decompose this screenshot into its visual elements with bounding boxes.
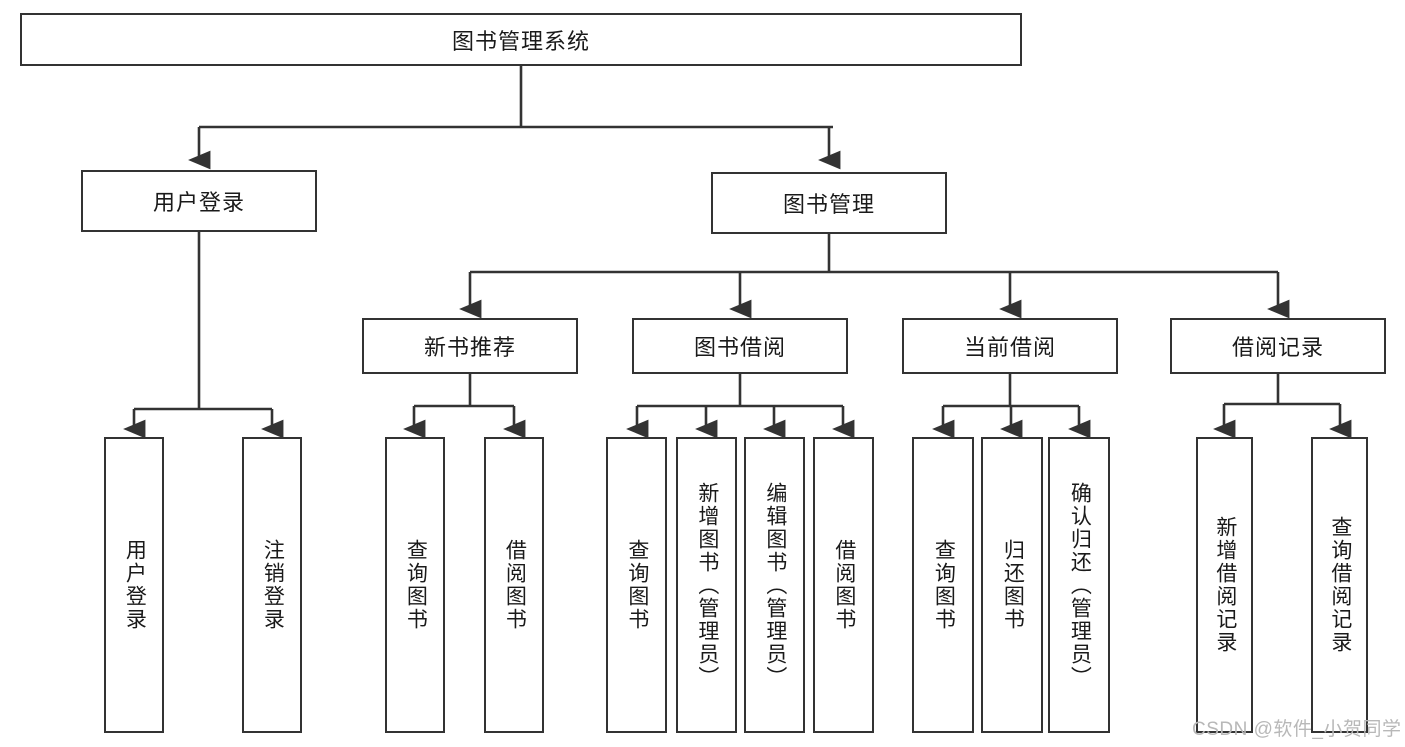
node-label: 图书管理系统 xyxy=(451,28,590,54)
node-label: 用户登录 xyxy=(123,539,147,631)
node-current-borrow[interactable]: 当前借阅 xyxy=(902,318,1118,374)
node-label: 编辑图书（管理员） xyxy=(763,481,787,689)
node-label: 借阅图书 xyxy=(503,539,527,631)
leaf-current-borrow-return-book[interactable]: 归还图书 xyxy=(981,437,1043,733)
leaf-new-book-query-book[interactable]: 查询图书 xyxy=(385,437,445,733)
leaf-book-borrow-borrow-book[interactable]: 借阅图书 xyxy=(813,437,874,733)
node-label: 查询借阅记录 xyxy=(1328,516,1352,654)
node-book-management[interactable]: 图书管理 xyxy=(711,172,947,234)
node-user-login[interactable]: 用户登录 xyxy=(81,170,317,232)
node-label: 当前借阅 xyxy=(963,335,1056,360)
leaf-current-borrow-confirm-return[interactable]: 确认归还（管理员） xyxy=(1048,437,1110,733)
leaf-user-login-login[interactable]: 用户登录 xyxy=(104,437,164,733)
node-label: 查询图书 xyxy=(404,539,428,631)
node-label: 新书推荐 xyxy=(423,335,516,360)
node-label: 新增图书（管理员） xyxy=(695,481,719,689)
leaf-borrow-record-query-record[interactable]: 查询借阅记录 xyxy=(1311,437,1368,733)
node-borrow-record[interactable]: 借阅记录 xyxy=(1170,318,1386,374)
node-new-book-recommend[interactable]: 新书推荐 xyxy=(362,318,578,374)
node-label: 确认归还（管理员） xyxy=(1068,481,1092,689)
node-label: 查询图书 xyxy=(932,539,956,631)
node-root-system[interactable]: 图书管理系统 xyxy=(20,13,1022,66)
watermark-text: CSDN @软件_小贺同学 xyxy=(1192,719,1402,740)
node-label: 借阅记录 xyxy=(1231,335,1324,360)
leaf-book-borrow-add-book[interactable]: 新增图书（管理员） xyxy=(676,437,737,733)
node-label: 注销登录 xyxy=(261,539,285,631)
leaf-book-borrow-edit-book[interactable]: 编辑图书（管理员） xyxy=(744,437,805,733)
leaf-book-borrow-query-book[interactable]: 查询图书 xyxy=(606,437,667,733)
node-label: 新增借阅记录 xyxy=(1213,516,1237,654)
node-label: 图书管理 xyxy=(782,192,875,217)
leaf-user-login-logout[interactable]: 注销登录 xyxy=(242,437,302,733)
node-label: 图书借阅 xyxy=(693,335,786,360)
node-label: 借阅图书 xyxy=(832,539,856,631)
node-book-borrow[interactable]: 图书借阅 xyxy=(632,318,848,374)
leaf-current-borrow-query-book[interactable]: 查询图书 xyxy=(912,437,974,733)
leaf-borrow-record-add-record[interactable]: 新增借阅记录 xyxy=(1196,437,1253,733)
node-label: 查询图书 xyxy=(625,539,649,631)
leaf-new-book-borrow-book[interactable]: 借阅图书 xyxy=(484,437,544,733)
node-label: 归还图书 xyxy=(1001,539,1025,631)
node-label: 用户登录 xyxy=(152,190,245,215)
